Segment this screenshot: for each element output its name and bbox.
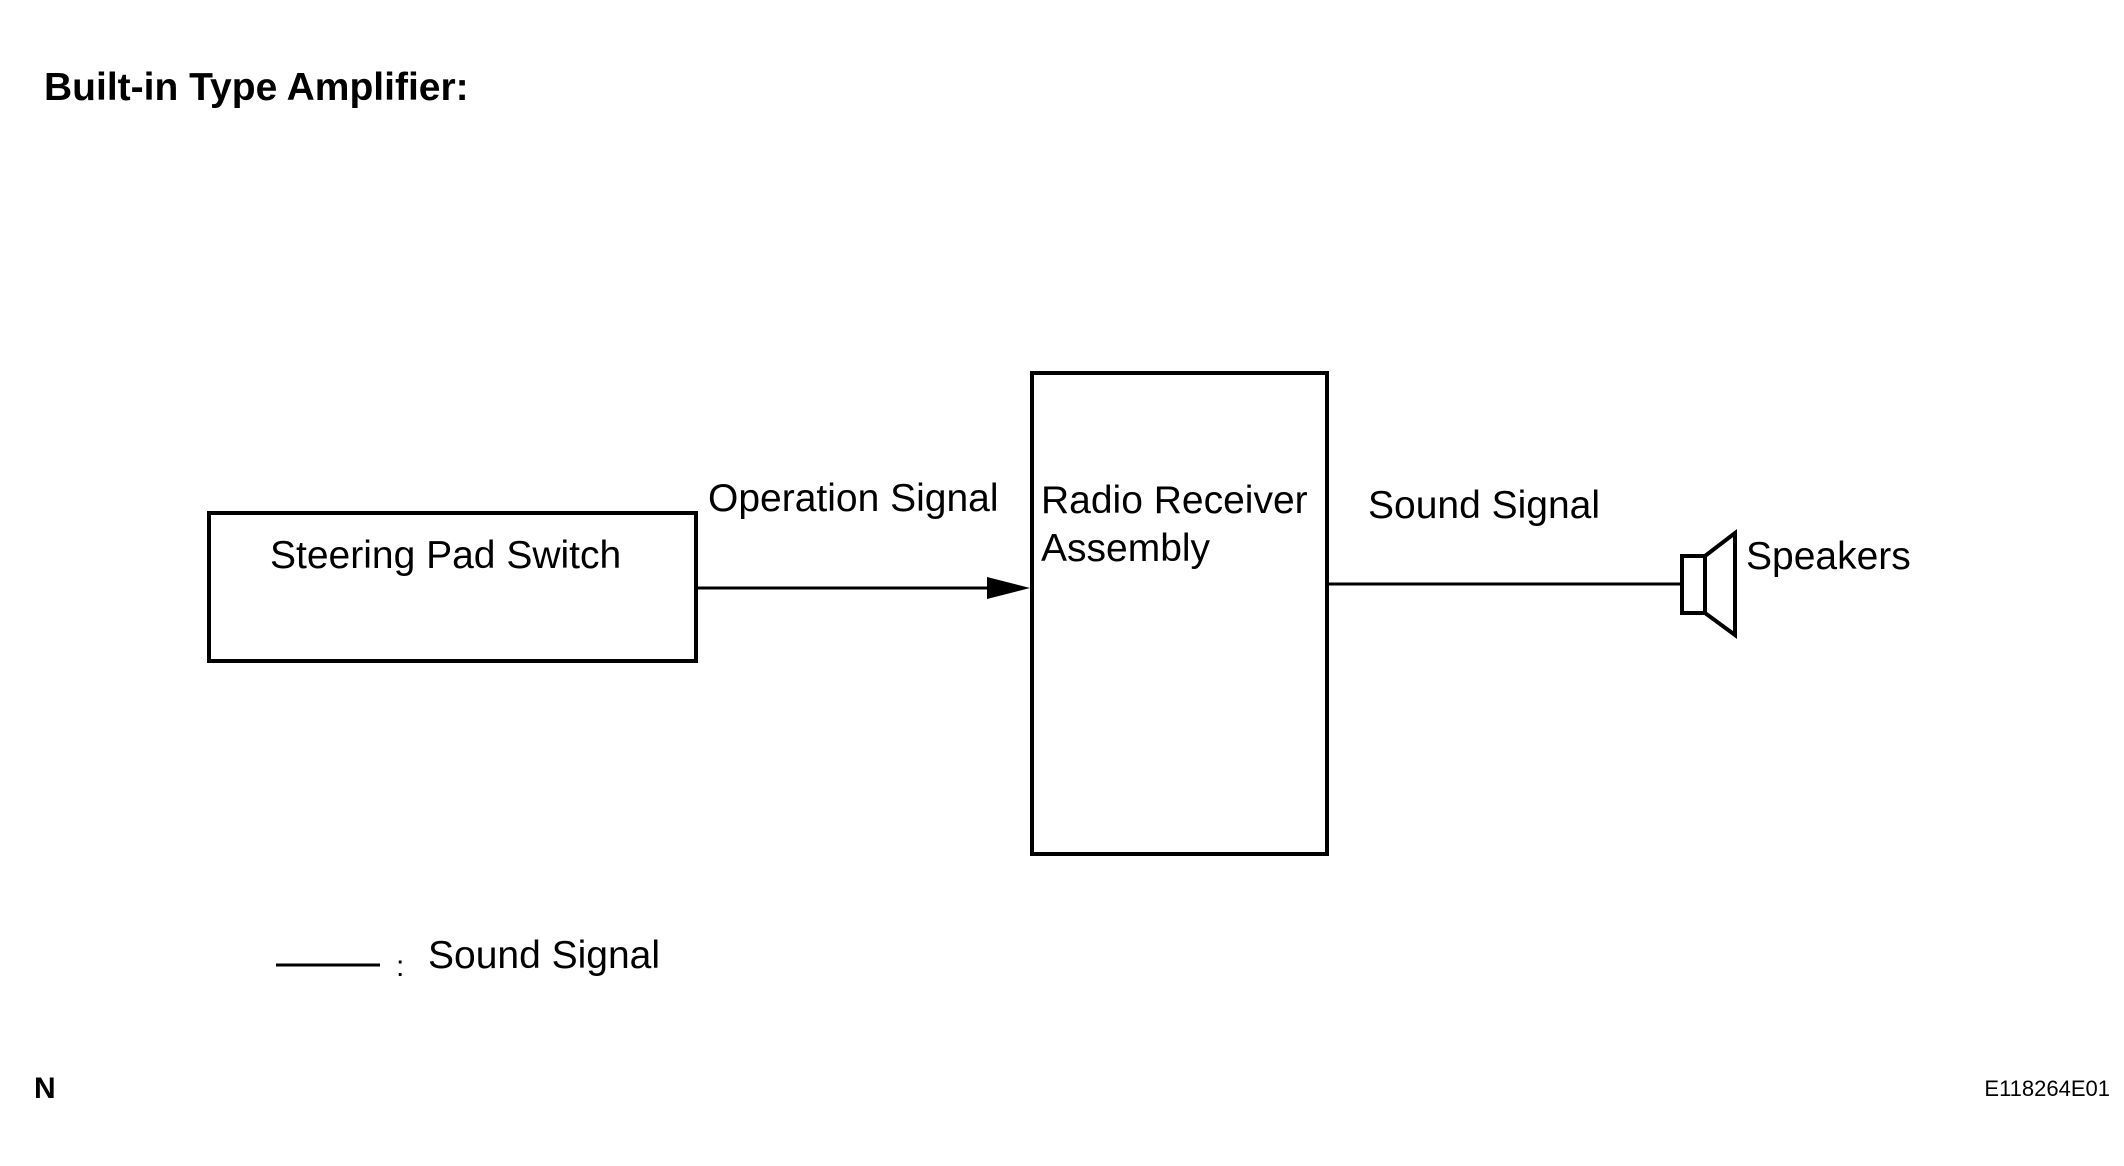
steering-pad-switch-label: Steering Pad Switch — [270, 534, 622, 577]
legend-colon: : — [396, 950, 405, 983]
legend-label: Sound Signal — [428, 934, 661, 977]
diagram-title: Built-in Type Amplifier: — [44, 66, 469, 109]
sound-signal-label: Sound Signal — [1368, 484, 1601, 527]
radio-receiver-label-line2: Assembly — [1041, 527, 1211, 570]
radio-receiver-box — [1030, 371, 1329, 856]
arrow-head-icon — [987, 577, 1030, 599]
speakers-label: Speakers — [1746, 535, 1911, 578]
speaker-icon — [1680, 528, 1737, 639]
operation-signal-label: Operation Signal — [708, 477, 999, 520]
figure-code: E118264E01 — [1984, 1076, 2110, 1101]
corner-mark: N — [34, 1072, 56, 1105]
radio-receiver-label-line1: Radio Receiver — [1041, 479, 1308, 522]
